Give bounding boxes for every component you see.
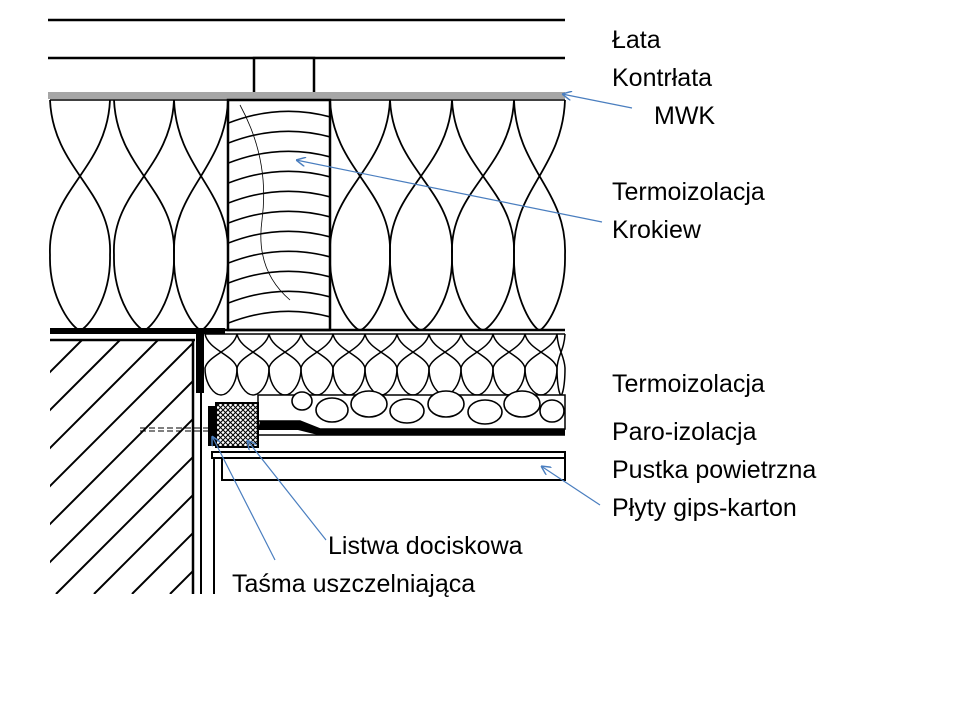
insulation-cell (236, 333, 270, 396)
wall (50, 334, 215, 594)
label-krokiew: Krokiew (612, 216, 702, 244)
insulation-roll (467, 399, 503, 425)
vapour-barrier (208, 406, 565, 446)
insulation-cell (49, 99, 111, 331)
label-termoizolacja-top: Termoizolacja (612, 178, 765, 206)
insulation-cell (268, 333, 302, 396)
insulation-cell (492, 333, 526, 396)
counter-batten (252, 56, 316, 96)
label-kontrlata: Kontrłata (612, 64, 712, 92)
insulation-cell (513, 99, 566, 331)
insulation-cell (300, 333, 334, 396)
insulation-cell (396, 333, 430, 396)
insulation-roll (427, 390, 465, 418)
insulation-cell (524, 333, 558, 396)
insulation-roll (539, 399, 565, 423)
insulation-cell (332, 333, 366, 396)
plate-edge (50, 328, 225, 334)
insulation-cell (460, 333, 494, 396)
insulation-cell (428, 333, 462, 396)
insulation-roll (291, 391, 313, 411)
insulation-roll (503, 390, 541, 418)
insulation-roll (350, 390, 388, 418)
batten-layer (48, 18, 565, 96)
label-pustka: Pustka powietrzna (612, 456, 816, 484)
label-listwa: Listwa dociskowa (328, 532, 523, 560)
lower-insulation-rolls (257, 390, 566, 430)
sealing-tape (208, 406, 216, 446)
insulation-cell (329, 99, 391, 331)
label-paroizolacja: Paro-izolacja (612, 418, 757, 446)
insulation-cell (451, 99, 515, 331)
gypsum-board (211, 434, 566, 481)
insulation-cell (364, 333, 398, 396)
insulation-cell (173, 99, 229, 331)
label-plyty: Płyty gips-karton (612, 494, 797, 522)
mwk-membrane (48, 92, 565, 99)
insulation-cell (113, 99, 175, 331)
insulation-cell (389, 99, 453, 331)
insulation-cell (204, 333, 238, 396)
insulation-roll (389, 398, 425, 424)
rafter (226, 98, 332, 332)
insulation-cell (556, 333, 566, 396)
label-termoizolacja-mid: Termoizolacja (612, 370, 765, 398)
label-mwk: MWK (654, 102, 715, 130)
middle-insulation (204, 333, 566, 396)
label-lata: Łata (612, 26, 661, 54)
leader-lines (212, 94, 633, 561)
label-tasma: Taśma uszczelniająca (232, 570, 475, 598)
insulation-roll (315, 397, 349, 423)
